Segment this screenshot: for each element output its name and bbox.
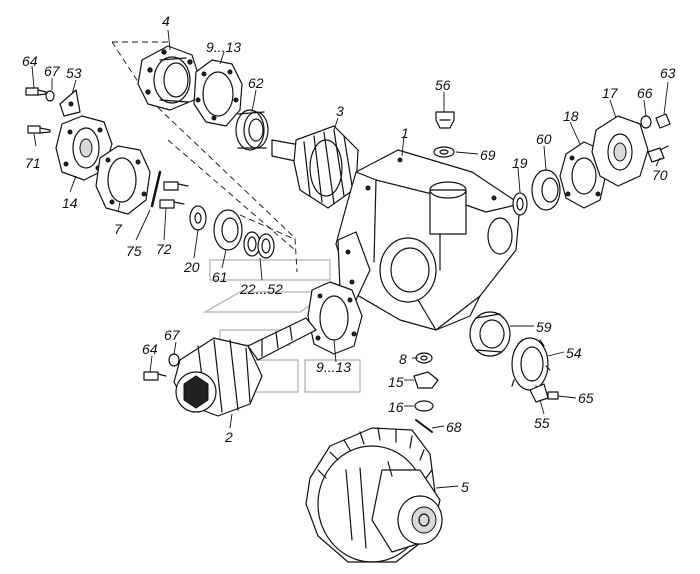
part-callout-64-lower: 64 [142, 341, 158, 357]
part-15-lock-plate [413, 371, 439, 389]
part-callout-17: 17 [602, 85, 618, 101]
part-callout-8: 8 [399, 351, 407, 367]
part-70-bolt [647, 145, 669, 163]
part-callout-70: 70 [652, 167, 668, 183]
part-56-plug [435, 111, 455, 129]
part-72-bolts [159, 181, 189, 209]
part-callout-65: 65 [578, 390, 594, 406]
part-2-interaxle-differential [173, 317, 317, 417]
part-68-pin [415, 419, 433, 433]
part-71-bolt [27, 125, 51, 134]
part-63-bolt [655, 113, 671, 129]
part-66-washer [640, 115, 652, 129]
part-5-differential-crown-gear [305, 427, 443, 563]
part-callout-62: 62 [248, 75, 264, 91]
part-22-52-spacer-rings [243, 231, 275, 259]
part-75-pin [150, 170, 162, 208]
part-4-bearing-housing [137, 45, 201, 111]
part-callout-3: 3 [336, 103, 344, 119]
part-3-drive-pinion [271, 125, 359, 209]
part-callout-54: 54 [566, 345, 582, 361]
part-1-carrier-housing [335, 149, 521, 331]
part-64-bolt-upper [25, 87, 47, 96]
part-callout-9-13-upper: 9...13 [206, 39, 242, 55]
part-callout-9-13-lower: 9...13 [316, 359, 352, 375]
part-callout-69: 69 [480, 147, 496, 163]
part-callout-53: 53 [66, 65, 82, 81]
part-60-bearing [531, 169, 561, 211]
part-67-washer-upper [45, 90, 55, 102]
part-17-cover [591, 115, 649, 187]
part-8-washer [415, 352, 433, 364]
part-62-bearing [235, 109, 269, 151]
part-callout-64-upper: 64 [22, 53, 38, 69]
part-callout-2: 2 [225, 429, 233, 445]
part-16-retaining-ring [414, 400, 434, 412]
part-callout-55: 55 [534, 415, 550, 431]
part-callout-5: 5 [461, 479, 469, 495]
part-19-seal [512, 192, 528, 216]
part-9-13-shims-upper [193, 59, 243, 127]
part-callout-20: 20 [184, 259, 200, 275]
part-callout-19: 19 [512, 155, 528, 171]
part-callout-22-52: 22...52 [240, 281, 283, 297]
part-69-washer [433, 146, 455, 158]
part-53-lock-plate [59, 89, 81, 117]
assembly-guide-lines [111, 41, 298, 273]
part-61-bearing [213, 209, 243, 251]
part-callout-7: 7 [114, 221, 122, 237]
part-callout-61: 61 [212, 269, 228, 285]
part-64-bolt-lower [143, 371, 167, 381]
part-9-13-shims-lower [307, 281, 363, 355]
part-67-washer-lower [168, 353, 180, 367]
part-14-cover [55, 115, 113, 181]
part-callout-15: 15 [388, 374, 404, 390]
part-7-gasket [95, 145, 151, 215]
part-20-washer [189, 205, 207, 231]
part-callout-16: 16 [388, 399, 404, 415]
part-callout-63: 63 [660, 65, 676, 81]
part-callout-4: 4 [162, 13, 170, 29]
part-callout-1: 1 [401, 125, 409, 141]
part-callout-66: 66 [637, 85, 653, 101]
part-54-adjusting-nut [511, 337, 551, 393]
part-59-bearing [469, 311, 511, 357]
leader-lines [31, 29, 669, 489]
part-callout-59: 59 [536, 319, 552, 335]
part-65-bolt [547, 391, 559, 400]
part-callout-75: 75 [126, 243, 142, 259]
part-callout-67-upper: 67 [44, 63, 60, 79]
part-callout-67-lower: 67 [164, 327, 180, 343]
part-callout-68: 68 [446, 419, 462, 435]
part-callout-14: 14 [62, 195, 78, 211]
part-callout-72: 72 [156, 241, 172, 257]
part-callout-71: 71 [25, 155, 41, 171]
part-callout-18: 18 [563, 108, 579, 124]
part-callout-60: 60 [536, 131, 552, 147]
part-callout-56: 56 [435, 77, 451, 93]
